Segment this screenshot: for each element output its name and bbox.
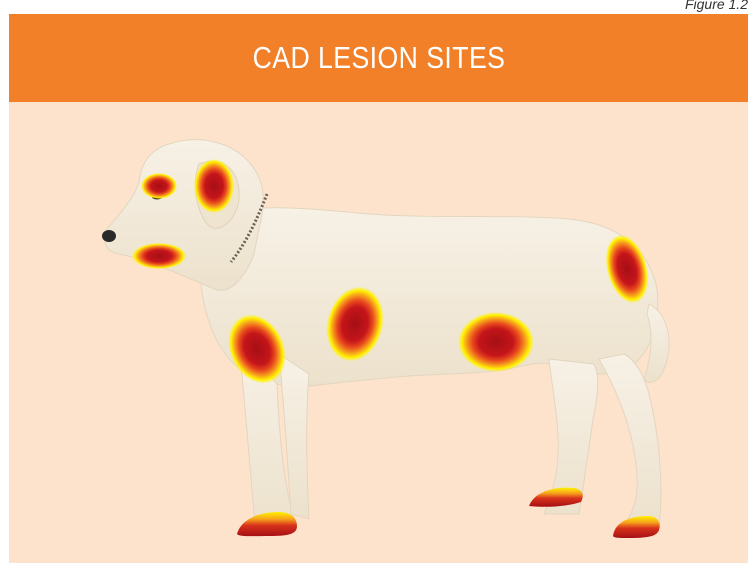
lesion-ear bbox=[194, 159, 234, 213]
dog-nose bbox=[102, 230, 116, 242]
figure-label: Figure 1.2 bbox=[685, 0, 748, 12]
lesion-muzzle-chin bbox=[132, 243, 186, 269]
diagram-panel: CAD LESION SITES bbox=[9, 14, 748, 563]
page-title: CAD LESION SITES bbox=[252, 40, 505, 76]
title-banner: CAD LESION SITES bbox=[9, 14, 748, 102]
lesion-front-paw bbox=[237, 512, 297, 536]
lesion-groin bbox=[458, 312, 534, 372]
lesion-periocular bbox=[141, 173, 177, 199]
dog-body bbox=[104, 140, 669, 533]
lesion-hind-paw-right bbox=[613, 516, 660, 538]
